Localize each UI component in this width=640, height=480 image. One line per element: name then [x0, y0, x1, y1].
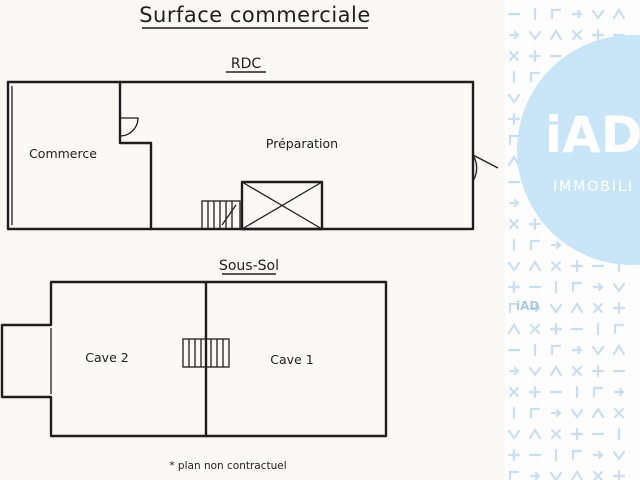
pattern-glyph	[529, 323, 541, 335]
pattern-glyph	[550, 240, 562, 250]
pattern-glyph	[613, 323, 625, 335]
pattern-glyph	[571, 345, 583, 355]
room-label-cave1: Cave 1	[270, 352, 313, 367]
pattern-glyph	[550, 8, 562, 20]
brand-tagline: IMMOBILI	[553, 179, 634, 195]
pattern-glyph	[508, 50, 520, 62]
pattern-glyph	[570, 301, 584, 314]
pattern-glyph	[571, 365, 583, 377]
pattern-glyph	[570, 408, 584, 419]
rdc-partition-wall	[118, 80, 153, 231]
pattern-glyph	[591, 364, 605, 378]
pattern-glyph	[528, 259, 542, 272]
pattern-glyph	[592, 302, 604, 314]
pattern-glyph	[549, 28, 563, 41]
pattern-glyph	[508, 30, 520, 40]
brand-watermark: iAD	[516, 299, 539, 313]
sous-sol-staircase	[182, 338, 230, 368]
pattern-glyph	[528, 366, 542, 377]
pattern-glyph	[549, 471, 563, 480]
pattern-glyph	[529, 71, 541, 83]
pattern-glyph	[507, 93, 521, 104]
pattern-glyph	[571, 281, 583, 293]
pattern-glyph	[592, 386, 604, 398]
rdc-heading: RDC	[231, 56, 262, 72]
pattern-glyph	[529, 303, 541, 313]
pattern-glyph	[592, 282, 604, 292]
room-label-cave2: Cave 2	[85, 350, 128, 365]
brand-panel: iAD IMMOBILI iAD	[505, 0, 640, 480]
pattern-glyph	[571, 9, 583, 19]
pattern-glyph	[612, 450, 626, 461]
brand-logo-circle	[517, 35, 640, 265]
pattern-glyph	[613, 407, 625, 419]
pattern-glyph	[528, 385, 542, 399]
room-label-preparation: Préparation	[266, 136, 338, 151]
sous-sol-plan: Cave 2 Cave 1	[0, 280, 388, 438]
pattern-glyph	[592, 470, 604, 480]
pattern-glyph	[570, 259, 584, 273]
pattern-glyph	[571, 449, 583, 461]
room-label-commerce: Commerce	[29, 146, 97, 161]
pattern-glyph	[591, 345, 605, 356]
rdc-interior-door	[119, 117, 139, 137]
page-title: Surface commerciale	[139, 3, 371, 27]
pattern-glyph	[612, 7, 626, 20]
pattern-glyph	[570, 427, 584, 441]
pattern-glyph	[508, 366, 520, 376]
pattern-glyph	[529, 471, 541, 480]
pattern-glyph	[507, 429, 521, 440]
brand-logo: iAD	[545, 106, 640, 164]
sous-sol-heading: Sous-Sol	[219, 258, 279, 274]
pattern-glyph	[507, 448, 521, 462]
rdc-staircase	[201, 200, 241, 230]
pattern-glyph	[508, 302, 520, 314]
footnote: * plan non contractuel	[169, 460, 286, 472]
pattern-glyph	[507, 112, 521, 126]
pattern-glyph	[528, 49, 542, 63]
pattern-glyph	[508, 470, 520, 480]
pattern-glyph	[550, 428, 562, 440]
pattern-glyph	[507, 261, 521, 272]
pattern-glyph	[508, 134, 520, 146]
pattern-glyph	[528, 427, 542, 440]
rdc-trapdoor	[240, 180, 324, 231]
pattern-glyph	[508, 198, 520, 208]
pattern-glyph	[529, 407, 541, 419]
pattern-glyph	[549, 322, 563, 336]
pattern-glyph	[507, 154, 521, 167]
pattern-glyph	[592, 450, 604, 460]
sous-sol-outer-wall	[0, 280, 388, 438]
pattern-glyph	[612, 469, 626, 480]
pattern-glyph	[613, 387, 625, 397]
pattern-glyph	[528, 30, 542, 41]
pattern-glyph	[529, 239, 541, 251]
pattern-glyph	[549, 303, 563, 314]
pattern-glyph	[550, 260, 562, 272]
pattern-glyph	[550, 344, 562, 356]
pattern-glyph	[570, 469, 584, 480]
pattern-glyph	[591, 28, 605, 42]
pattern-glyph	[612, 282, 626, 293]
rdc-exterior-door	[472, 154, 478, 182]
pattern-glyph	[507, 322, 521, 335]
pattern-glyph	[612, 301, 626, 315]
pattern-glyph	[550, 408, 562, 418]
pattern-glyph	[508, 218, 520, 230]
pattern-glyph	[549, 364, 563, 377]
pattern-glyph	[528, 217, 542, 231]
pattern-glyph	[508, 386, 520, 398]
pattern-glyph	[591, 406, 605, 419]
pattern-glyph	[612, 343, 626, 356]
pattern-glyph	[507, 280, 521, 294]
rdc-plan: Commerce Préparation	[6, 80, 499, 231]
pattern-glyph	[591, 9, 605, 20]
pattern-glyph	[571, 29, 583, 41]
rdc-exterior-door-leaf	[472, 154, 499, 169]
